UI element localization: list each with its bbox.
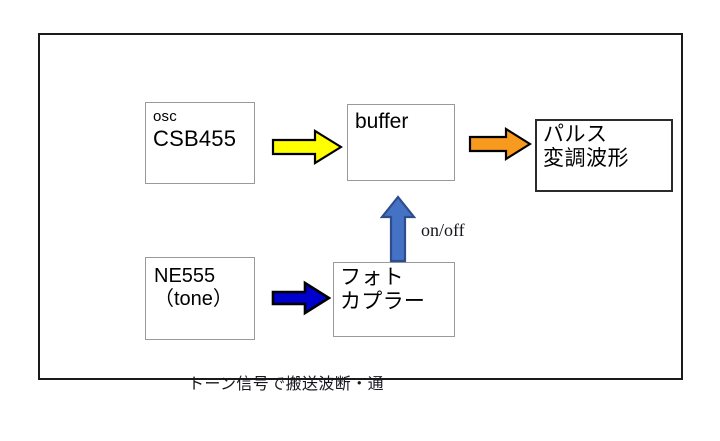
block-ne555-tone[interactable]: NE555 （tone） [145,257,255,340]
block-osc-csb455-line2: CSB455 [153,126,237,152]
block-osc-csb455[interactable]: osc CSB455 [145,102,255,184]
block-osc-csb455-line1: osc [153,108,177,125]
label-on-off: on/off [421,220,465,240]
arrow-up-photocoupler-to-buffer-icon [379,195,417,263]
caption-tone-signal: トーン信号で搬送波断・通 [188,376,385,393]
diagram-frame: osc CSB455 buffer パルス 変調波形 NE555 （tone） … [38,33,683,393]
block-buffer[interactable]: buffer [347,104,455,181]
block-pulse-line2: 変調波形 [543,146,629,170]
block-ne555-line2: （tone） [154,287,233,310]
block-photo-coupler-line1: フォト [340,266,404,289]
block-ne555-line1: NE555 [154,265,216,287]
arrow-right-ne555-to-photocoupler-icon [271,280,332,316]
block-photo-coupler[interactable]: フォト カプラー [333,262,455,337]
block-pulse-line1: パルス [543,123,608,146]
arrow-right-osc-to-buffer-icon [271,128,344,166]
arrow-right-buffer-to-pulse-icon [468,126,533,162]
block-photo-coupler-line2: カプラー [340,289,426,313]
block-buffer-label: buffer [355,110,409,133]
block-pulse-modulated-waveform[interactable]: パルス 変調波形 [535,119,673,192]
